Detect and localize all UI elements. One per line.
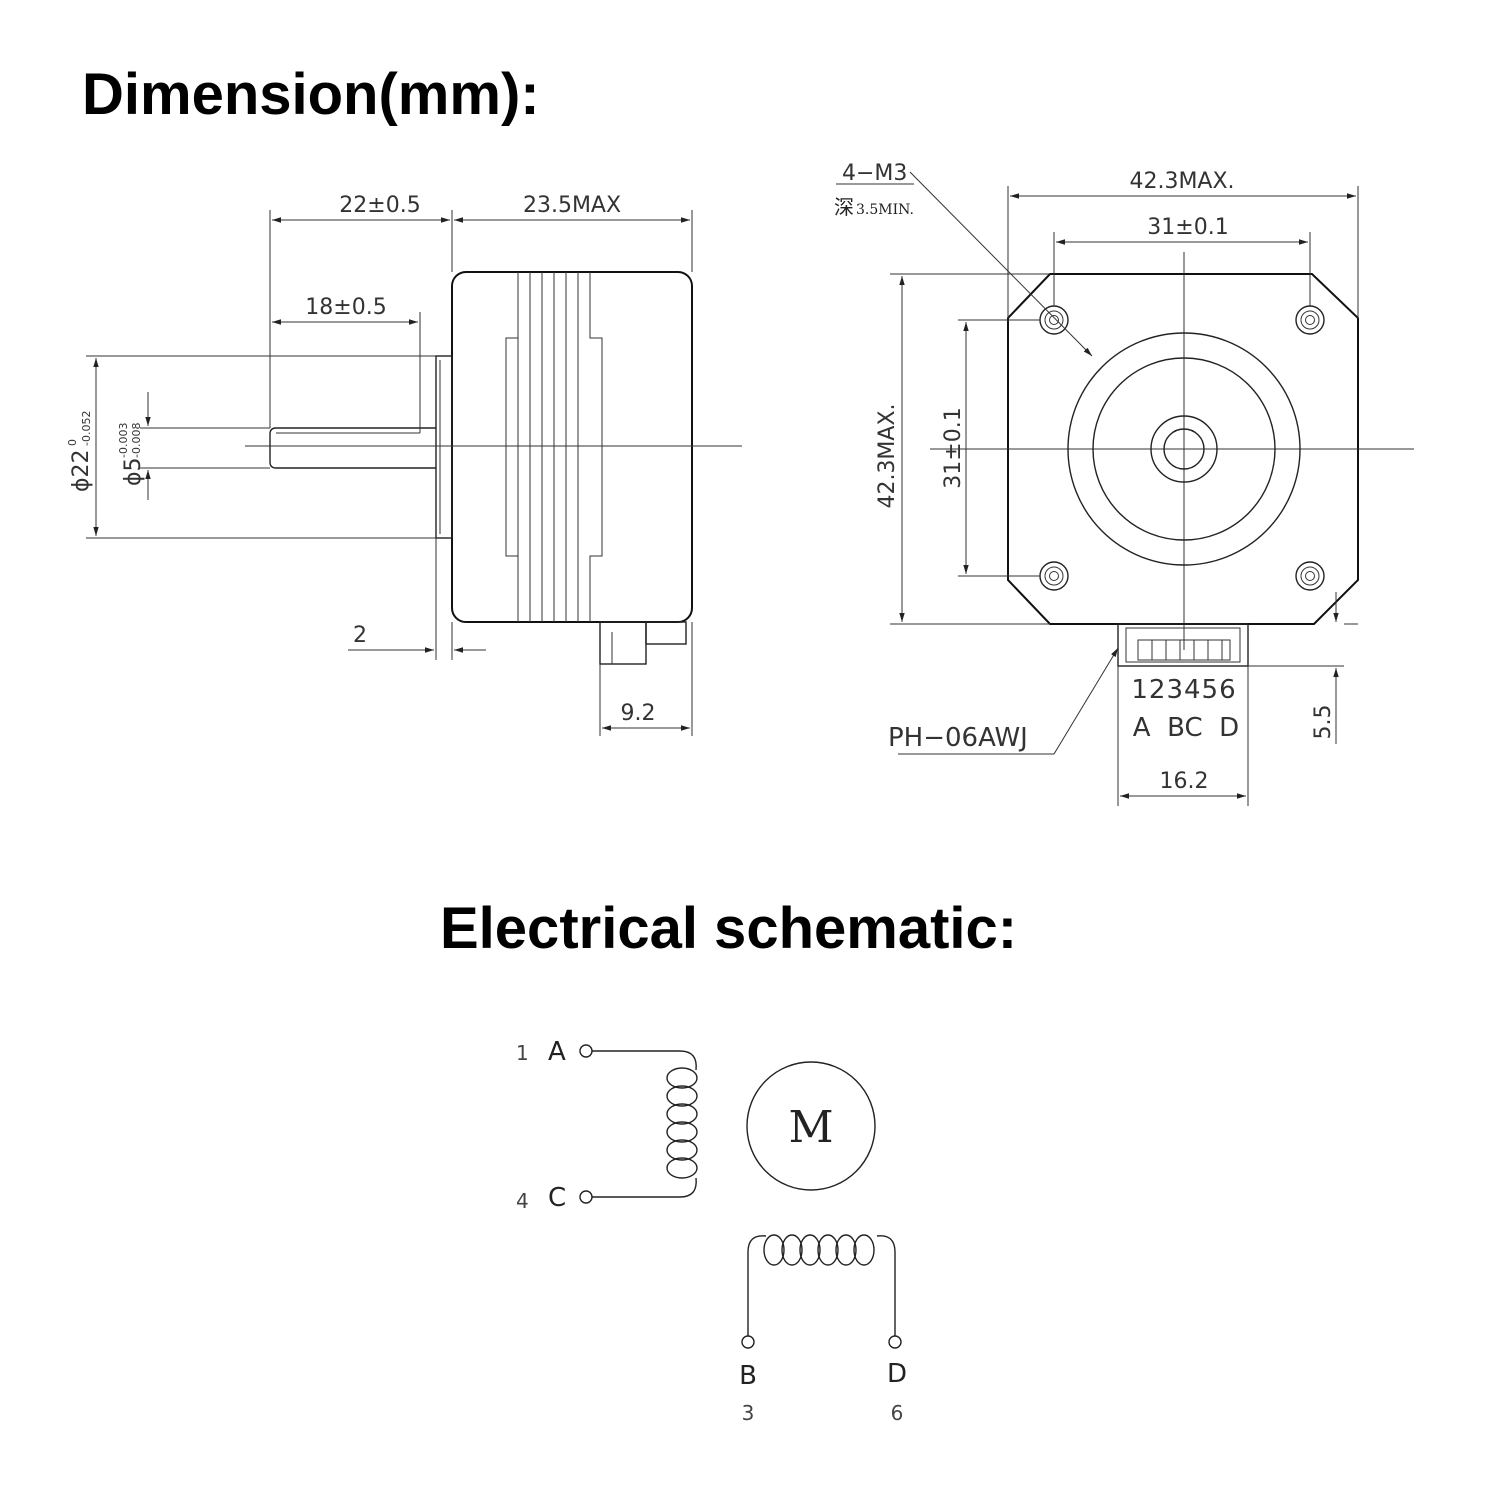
dim-connector-offset: 9.2 xyxy=(621,701,656,726)
dimension-heading: Dimension(mm): xyxy=(82,62,540,127)
dim-width-max: 42.3MAX. xyxy=(1129,169,1234,194)
front-bearing-circle xyxy=(1150,415,1218,483)
front-view-drawing: 4−M3 深 3.5MIN. 42.3MAX. 31±0.1 42.3MAX. … xyxy=(834,161,1414,806)
dim-body-length: 23.5MAX xyxy=(523,193,621,218)
dim-shaft-length-total: 22±0.5 xyxy=(339,193,420,218)
dim-shaft-tol-upper: -0.003 xyxy=(117,423,130,458)
pin-b-terminal xyxy=(741,1335,755,1349)
connector-model: PH−06AWJ xyxy=(888,723,1028,753)
screw-depth: 3.5MIN. xyxy=(856,202,914,218)
front-body-outline xyxy=(1007,273,1359,625)
front-outer-circle xyxy=(1067,332,1301,566)
connector-pin-letters: A BC D xyxy=(1133,713,1239,743)
coil-a-c xyxy=(579,1044,698,1204)
dim-shaft-flat-length: 18±0.5 xyxy=(305,295,386,320)
pin-d-label: D xyxy=(887,1359,907,1389)
pin-a-label: A xyxy=(548,1037,566,1067)
pin-c-terminal xyxy=(579,1190,593,1204)
pin-d-terminal xyxy=(888,1335,902,1349)
pin-b-label: B xyxy=(739,1361,757,1391)
front-boss xyxy=(435,355,453,539)
pin-3-number: 3 xyxy=(742,1401,755,1425)
connector-pin-numbers: 123456 xyxy=(1131,675,1236,705)
motor-symbol xyxy=(746,1061,876,1191)
electrical-schematic: M 1 A 4 C xyxy=(516,1037,907,1425)
side-view-drawing: 22±0.5 23.5MAX 18±0.5 ϕ22 0 -0.052 ϕ5 -0… xyxy=(66,193,742,736)
screw-depth-char: 深 xyxy=(834,195,854,219)
lamination-lines xyxy=(505,272,603,622)
screw-spec: 4−M3 xyxy=(842,161,907,186)
dim-connector-width: 16.2 xyxy=(1160,769,1209,794)
shaft xyxy=(269,427,436,469)
motor-label: M xyxy=(788,1102,833,1153)
pin-c-label: C xyxy=(548,1183,566,1213)
pin-1-number: 1 xyxy=(516,1041,529,1065)
dim-shaft-diameter: ϕ5 xyxy=(121,457,146,486)
dim-connector-height: 5.5 xyxy=(1311,705,1336,740)
front-shaft-circle xyxy=(1163,428,1205,470)
mounting-holes xyxy=(1039,305,1325,591)
electrical-schematic-heading: Electrical schematic: xyxy=(440,896,1018,961)
pin-a-terminal xyxy=(579,1044,593,1058)
side-connector xyxy=(599,621,687,665)
pin-6-number: 6 xyxy=(891,1401,904,1425)
front-boss-circle xyxy=(1092,357,1276,541)
dim-boss-tol-lower: -0.052 xyxy=(80,411,93,446)
motor-body-outline xyxy=(451,271,693,623)
dim-hole-spacing-v: 31±0.1 xyxy=(941,407,966,488)
coil-b-d xyxy=(741,1234,902,1349)
pin-4-number: 4 xyxy=(516,1189,529,1213)
dim-height-max: 42.3MAX. xyxy=(875,403,900,508)
dim-boss-tol-upper: 0 xyxy=(66,439,79,446)
dim-shaft-tol-lower: -0.008 xyxy=(130,423,143,458)
front-connector xyxy=(1117,623,1249,667)
dim-boss-diameter: ϕ22 xyxy=(69,449,94,492)
dim-boss-height: 2 xyxy=(353,623,367,648)
dim-hole-spacing-h: 31±0.1 xyxy=(1147,215,1228,240)
